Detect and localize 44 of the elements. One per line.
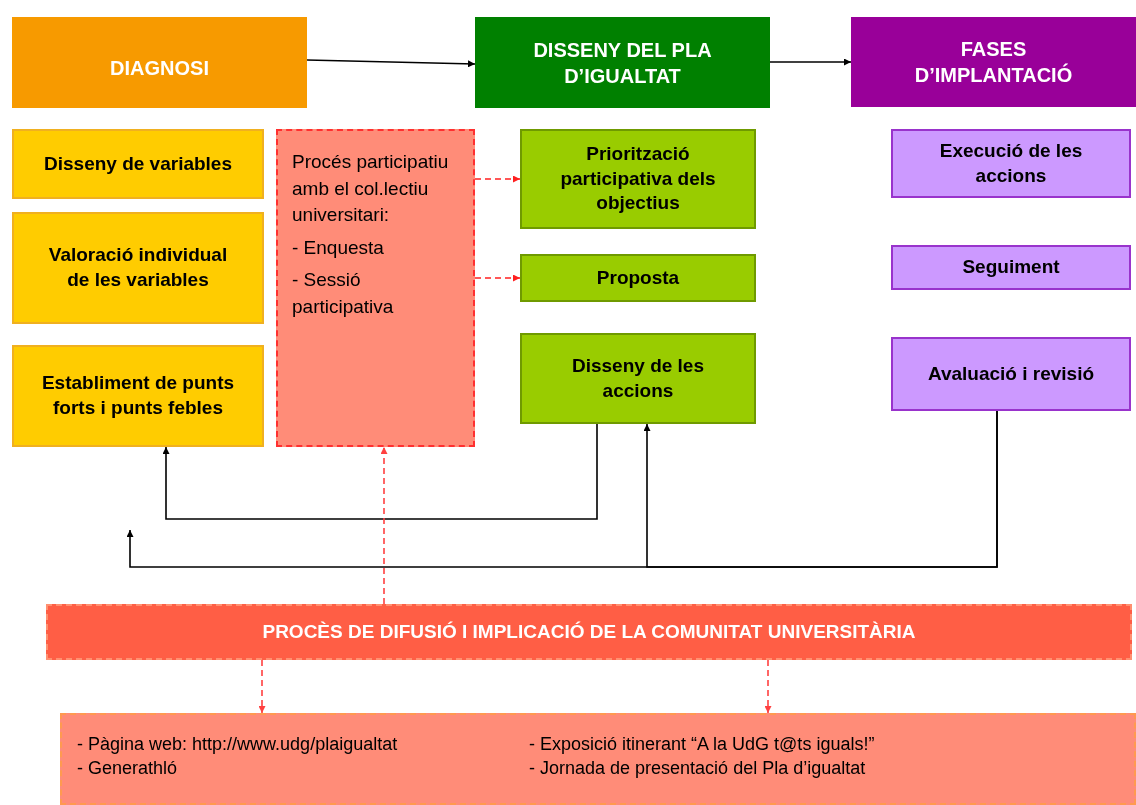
heading: DISSENY DEL PLA D’IGUALTAT <box>532 37 713 89</box>
list-item: - Pàgina web: http://www.udg/plaigualtat <box>77 733 398 756</box>
label: Execució de les accions <box>938 138 1084 188</box>
label: Avaluació i revisió <box>927 361 1095 386</box>
process-box <box>520 254 756 302</box>
label: Valoració individual de les variables <box>47 243 229 292</box>
paragraph: Procés participatiu amb el col.lectiu universitari: <box>292 150 450 228</box>
list-item: - Generathló <box>77 757 178 780</box>
arrow <box>306 59 476 68</box>
phase-header <box>851 17 1136 107</box>
process-box <box>12 129 264 199</box>
process-box <box>520 333 756 424</box>
label: Seguiment <box>962 255 1060 280</box>
process-box <box>891 129 1131 198</box>
arrow <box>474 274 521 282</box>
arrow <box>474 175 521 183</box>
heading: FASES D’IMPLANTACIÓ <box>913 37 1074 88</box>
list-item: - Exposició itinerant “A la UdG t@ts iguals!” <box>529 733 875 756</box>
process-box <box>891 337 1131 411</box>
arrow <box>258 659 266 714</box>
list-item: - Jornada de presentació del Pla d’igualtat <box>529 757 866 780</box>
phase-header <box>475 17 770 108</box>
heading: DIAGNOSI <box>109 55 210 81</box>
process-box <box>891 245 1131 290</box>
label: Establiment de punts forts i punts febles <box>40 371 236 420</box>
heading: PROCÈS DE DIFUSIÓ I IMPLICACIÓ DE LA COMUNITAT UNIVERSITÀRIA <box>262 619 916 644</box>
process-box <box>520 129 756 229</box>
arrow <box>380 446 388 605</box>
participation-box <box>276 129 475 447</box>
process-box <box>12 345 264 447</box>
activities-box <box>60 713 1136 805</box>
list-item: - Sessió participativa <box>292 268 395 319</box>
phase-header <box>12 17 307 108</box>
label: Priorització participativa dels objectius <box>559 141 717 216</box>
arrow <box>764 659 772 714</box>
arrow <box>162 423 598 520</box>
label: Disseny de variables <box>44 151 232 176</box>
label: Proposta <box>596 265 680 290</box>
process-box <box>12 212 264 324</box>
arrow <box>126 410 998 568</box>
banner <box>46 604 1132 660</box>
list-item: - Enquesta <box>292 235 384 260</box>
arrow <box>769 58 852 66</box>
label: Disseny de les accions <box>571 353 705 403</box>
